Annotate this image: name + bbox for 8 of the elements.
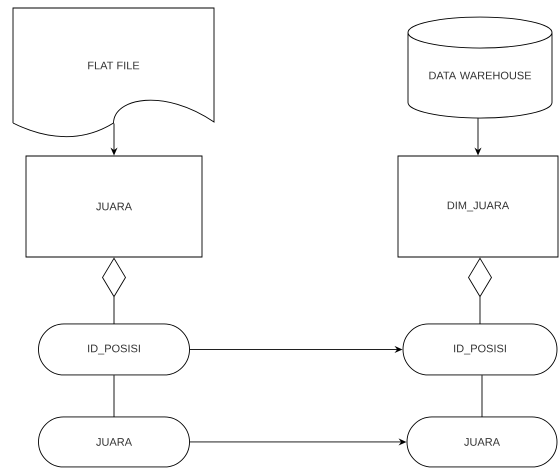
process-box: JUARA: [26, 156, 202, 258]
document-shape: FLAT FILE: [12, 8, 214, 138]
process-box: DIM_JUARA: [398, 156, 558, 258]
attribute-pill: ID_POSISI: [38, 324, 190, 376]
attribute-pill: JUARA: [38, 416, 190, 468]
database-cylinder: DATA WAREHOUSE: [408, 16, 552, 118]
attribute-pill: JUARA: [406, 416, 558, 468]
attribute-pill: ID_POSISI: [402, 324, 558, 376]
